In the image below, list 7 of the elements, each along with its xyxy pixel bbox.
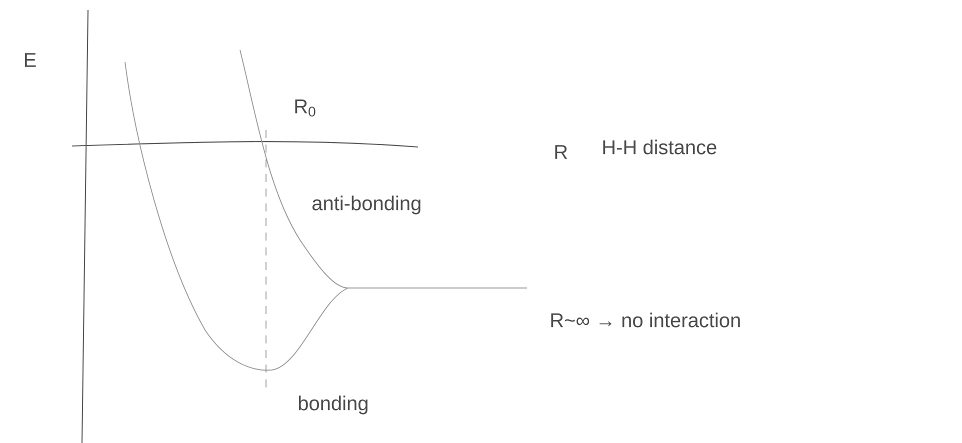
note-text: R~∞ → no interaction [551, 312, 740, 328]
axis-label: E [24, 53, 36, 67]
note-text: H-H distance [603, 140, 716, 154]
axis-label: R [555, 145, 568, 159]
curve-label: bonding [298, 396, 368, 414]
curve-label: anti-bonding [312, 196, 420, 214]
axis-label: R$_{0}$ [295, 99, 316, 117]
